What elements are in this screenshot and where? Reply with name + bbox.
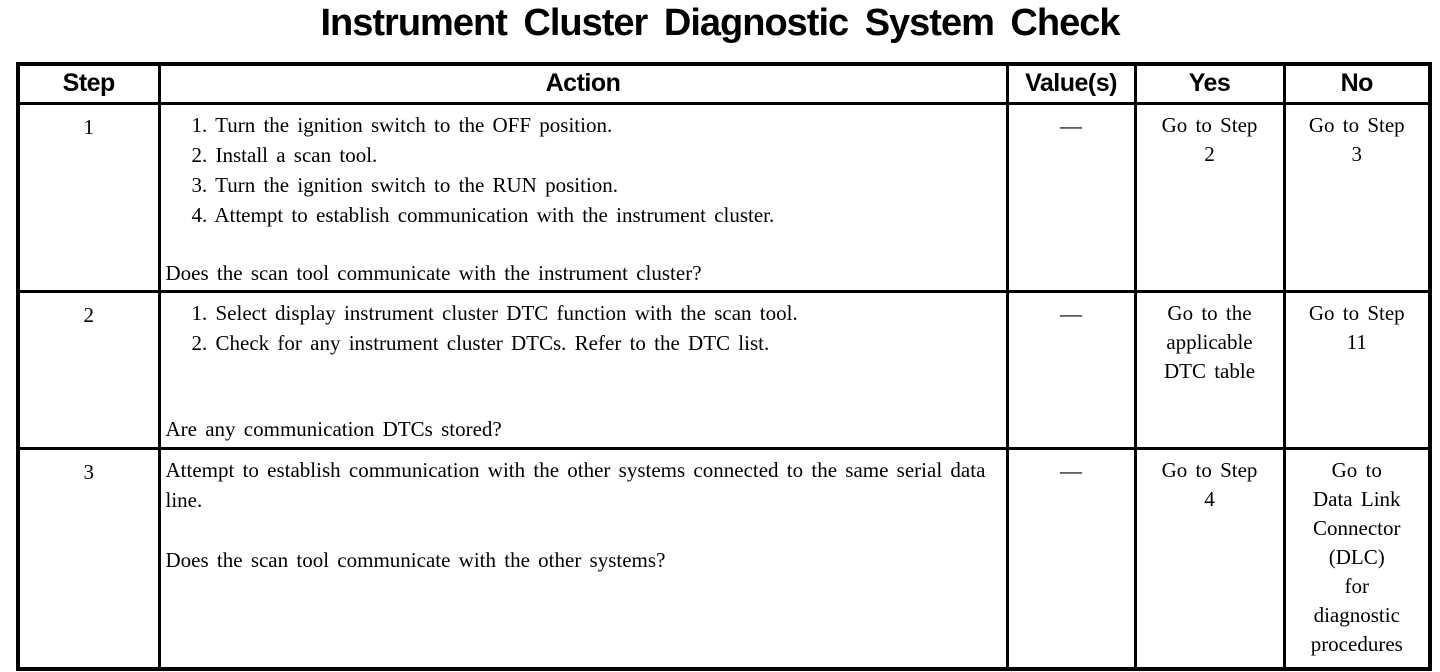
diagnostic-table: Step Action Value(s) Yes No 1 1. Turn th… xyxy=(16,62,1432,671)
table-row: 2 1. Select display instrument cluster D… xyxy=(16,290,1432,450)
action-cell: Attempt to establish communication with … xyxy=(157,447,1009,670)
action-cell: 1. Turn the ignition switch to the OFF p… xyxy=(157,102,1009,293)
yes-cell: Go to the applicable DTC table xyxy=(1133,290,1286,450)
action-list-item: 3. Turn the ignition switch to the RUN p… xyxy=(191,173,619,197)
values-cell: — xyxy=(1005,290,1137,450)
action-question: Are any communication DTCs stored? xyxy=(165,417,502,441)
page-title: Instrument Cluster Diagnostic System Che… xyxy=(320,2,1121,44)
action-list: 1. Select display instrument cluster DTC… xyxy=(192,298,1000,358)
table-row: 3 Attempt to establish communication wit… xyxy=(16,447,1432,670)
values-cell: — xyxy=(1005,102,1137,293)
action-list-item: 2. Install a scan tool. xyxy=(191,143,378,167)
header-yes: Yes xyxy=(1133,62,1286,105)
action-list-item: 2. Check for any instrument cluster DTCs… xyxy=(191,331,770,355)
values-cell: — xyxy=(1005,447,1137,670)
action-question: Does the scan tool communicate with the … xyxy=(165,548,666,572)
no-cell: Go to Step 3 xyxy=(1282,102,1432,293)
header-row: Step Action Value(s) Yes No xyxy=(16,62,1432,105)
step-number: 3 xyxy=(16,447,161,670)
table-row: 1 1. Turn the ignition switch to the OFF… xyxy=(16,102,1432,293)
no-cell: Go to Data Link Connector (DLC) for diag… xyxy=(1282,447,1432,670)
yes-cell: Go to Step 4 xyxy=(1133,447,1286,670)
step-number: 2 xyxy=(16,290,161,450)
no-cell: Go to Step 11 xyxy=(1282,290,1432,450)
action-list: 1. Turn the ignition switch to the OFF p… xyxy=(192,110,1000,230)
action-question: Does the scan tool communicate with the … xyxy=(165,261,702,285)
action-cell: 1. Select display instrument cluster DTC… xyxy=(157,290,1009,450)
action-intro: Attempt to establish communication with … xyxy=(165,458,986,512)
action-list-item: 1. Turn the ignition switch to the OFF p… xyxy=(191,113,613,137)
header-step: Step xyxy=(16,62,161,105)
header-action: Action xyxy=(157,62,1009,105)
action-list-item: 4. Attempt to establish communication wi… xyxy=(191,203,775,227)
header-no: No xyxy=(1282,62,1432,105)
yes-cell: Go to Step 2 xyxy=(1133,102,1286,293)
action-list-item: 1. Select display instrument cluster DTC… xyxy=(191,301,798,325)
header-values: Value(s) xyxy=(1005,62,1137,105)
step-number: 1 xyxy=(16,102,161,293)
